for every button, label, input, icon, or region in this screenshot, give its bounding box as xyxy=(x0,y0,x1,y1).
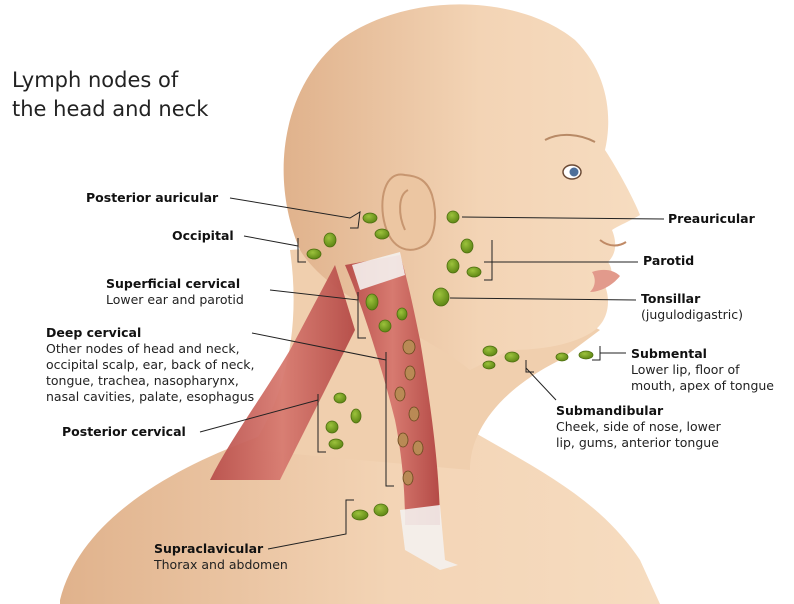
label-superficial-cervical-name: Superficial cervical xyxy=(106,276,241,291)
leader-lines xyxy=(199,197,665,550)
title-line-2: the head and neck xyxy=(12,97,209,121)
diagram-title: Lymph nodes of the head and neck xyxy=(12,66,208,124)
label-parotid: Parotid xyxy=(643,253,694,269)
label-preauricular-name: Preauricular xyxy=(668,211,755,226)
label-posterior-cervical-name: Posterior cervical xyxy=(62,424,186,439)
label-tonsillar-desc: (jugulodigastric) xyxy=(641,307,744,322)
label-supraclavicular-name: Supraclavicular xyxy=(154,541,264,556)
label-submandibular-name: Submandibular xyxy=(556,403,664,418)
label-submental-desc-2: mouth, apex of tongue xyxy=(631,378,774,393)
label-superficial-cervical-desc: Lower ear and parotid xyxy=(106,292,244,307)
label-submandibular-desc-2: lip, gums, anterior tongue xyxy=(556,435,719,450)
label-posterior-auricular: Posterior auricular xyxy=(86,190,218,206)
nostril xyxy=(599,239,627,247)
label-deep-cervical: Deep cervical Other nodes of head and ne… xyxy=(46,325,255,405)
label-submental-name: Submental xyxy=(631,346,707,361)
label-deep-cervical-desc-2: occipital scalp, ear, back of neck, xyxy=(46,357,255,372)
label-supraclavicular-desc: Thorax and abdomen xyxy=(154,557,288,572)
label-tonsillar: Tonsillar (jugulodigastric) xyxy=(641,291,743,323)
label-preauricular: Preauricular xyxy=(668,211,755,227)
label-occipital: Occipital xyxy=(172,228,234,244)
eyebrow xyxy=(544,134,596,143)
label-parotid-name: Parotid xyxy=(643,253,695,268)
label-tonsillar-name: Tonsillar xyxy=(641,291,701,306)
label-deep-cervical-name: Deep cervical xyxy=(46,325,142,340)
label-deep-cervical-desc-3: tongue, trachea, nasopharynx, xyxy=(46,373,239,388)
ear xyxy=(381,173,437,251)
label-posterior-cervical: Posterior cervical xyxy=(62,424,186,440)
lips xyxy=(590,269,620,292)
label-submandibular: Submandibular Cheek, side of nose, lower… xyxy=(556,403,721,451)
trapezius-muscle xyxy=(210,265,355,480)
lymph-nodes xyxy=(306,210,594,521)
sternocleidomastoid-muscle xyxy=(345,255,440,525)
label-superficial-cervical: Superficial cervical Lower ear and parot… xyxy=(106,276,244,308)
label-submental-desc-1: Lower lip, floor of xyxy=(631,362,740,377)
label-submental: Submental Lower lip, floor of mouth, ape… xyxy=(631,346,774,394)
label-submandibular-desc-1: Cheek, side of nose, lower xyxy=(556,419,721,434)
label-occipital-name: Occipital xyxy=(172,228,234,243)
label-supraclavicular: Supraclavicular Thorax and abdomen xyxy=(154,541,288,573)
label-deep-cervical-desc-1: Other nodes of head and neck, xyxy=(46,341,240,356)
title-line-1: Lymph nodes of xyxy=(12,68,179,92)
label-posterior-auricular-name: Posterior auricular xyxy=(86,190,219,205)
label-deep-cervical-desc-4: nasal cavities, palate, esophagus xyxy=(46,389,255,404)
